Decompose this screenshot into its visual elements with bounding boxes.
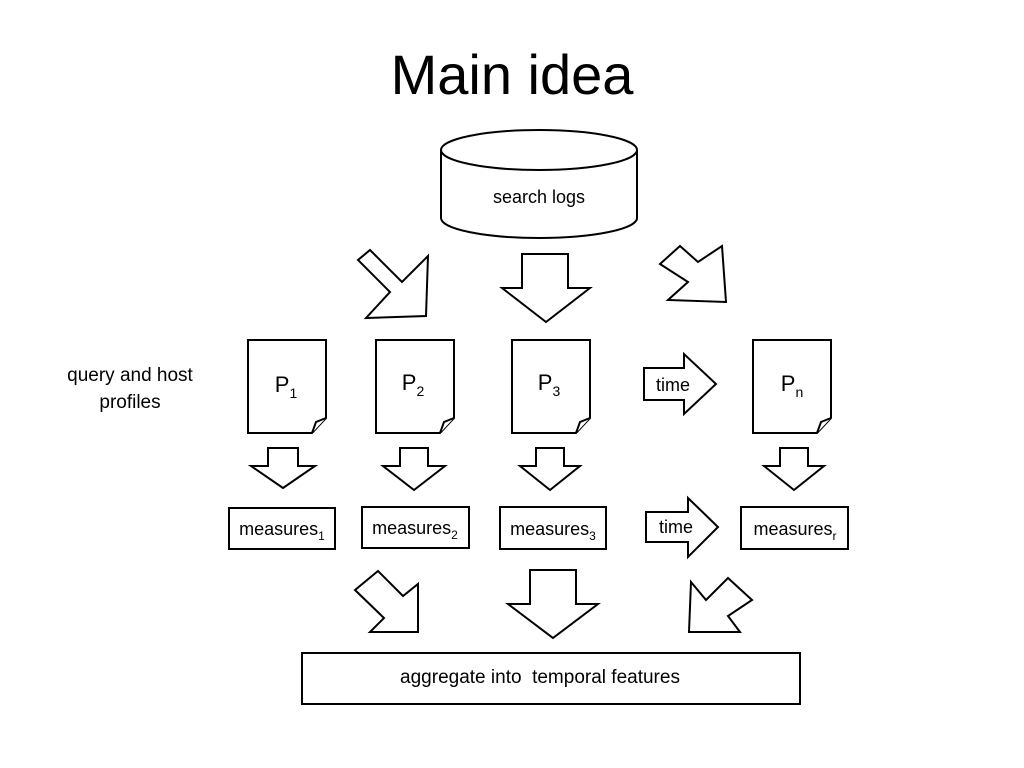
profile-doc-3: P3: [511, 339, 591, 434]
measures-box-3: measures3: [499, 506, 607, 550]
measures-box-r: measuresr: [740, 506, 849, 550]
profile-doc-n: Pn: [752, 339, 832, 434]
svg-text:measures1: measures1: [239, 519, 325, 543]
profile-subscript: 3: [552, 383, 560, 399]
svg-text:measures2: measures2: [372, 518, 458, 542]
arrow-logs-to-pn: [658, 244, 728, 304]
measures-subscript: r: [833, 529, 837, 543]
time-arrow-bottom: time: [645, 495, 720, 560]
time-label: time: [656, 375, 690, 395]
measures-label: measures: [372, 518, 451, 538]
svg-text:P1: P1: [275, 372, 298, 401]
profile-subscript: 2: [416, 383, 424, 399]
measures-label: measures: [753, 519, 832, 539]
measures-subscript: 3: [589, 529, 596, 543]
profile-subscript: n: [795, 384, 803, 400]
arrow-p3-to-measures3: [517, 447, 583, 492]
aggregate-box: aggregate into temporal features: [301, 652, 801, 705]
measures-label: measures: [239, 519, 318, 539]
profile-label: P: [275, 372, 290, 397]
measures-subscript: 1: [318, 529, 325, 543]
arrow-logs-to-p3: [499, 253, 593, 324]
time-arrow-top: time: [643, 351, 718, 417]
profile-label: P: [781, 371, 796, 396]
svg-text:measuresr: measuresr: [753, 519, 836, 543]
profile-subscript: 1: [289, 385, 297, 401]
search-logs-database: search logs: [440, 129, 638, 239]
aggregate-label: aggregate into temporal features: [400, 667, 680, 688]
measures-box-1: measures1: [228, 507, 336, 550]
measures-subscript: 2: [451, 528, 458, 542]
arrow-p2-to-measures2: [380, 447, 448, 492]
profile-doc-1: P1: [247, 339, 327, 434]
arrow-p1-to-measures1: [247, 447, 319, 490]
profile-label: P: [402, 370, 417, 395]
search-logs-label: search logs: [493, 187, 585, 207]
slide-title: Main idea: [390, 43, 634, 106]
measures-box-2: measures2: [361, 506, 470, 549]
arrow-pn-to-measuresr: [761, 447, 827, 492]
svg-text:P3: P3: [538, 370, 561, 399]
arrow-logs-to-p1: [356, 248, 430, 320]
profile-label: P: [538, 370, 553, 395]
profile-doc-2: P2: [375, 339, 455, 434]
svg-text:measures3: measures3: [510, 519, 596, 543]
arrow-measures3-to-aggregate: [505, 569, 601, 640]
arrow-measuresr-to-aggregate: [687, 576, 754, 633]
time-label: time: [659, 517, 693, 537]
svg-text:Pn: Pn: [781, 371, 803, 400]
arrow-measures1-to-aggregate: [353, 569, 419, 633]
measures-label: measures: [510, 519, 589, 539]
svg-text:P2: P2: [402, 370, 425, 399]
side-label-query-host-profiles: query and host profiles: [67, 365, 193, 413]
